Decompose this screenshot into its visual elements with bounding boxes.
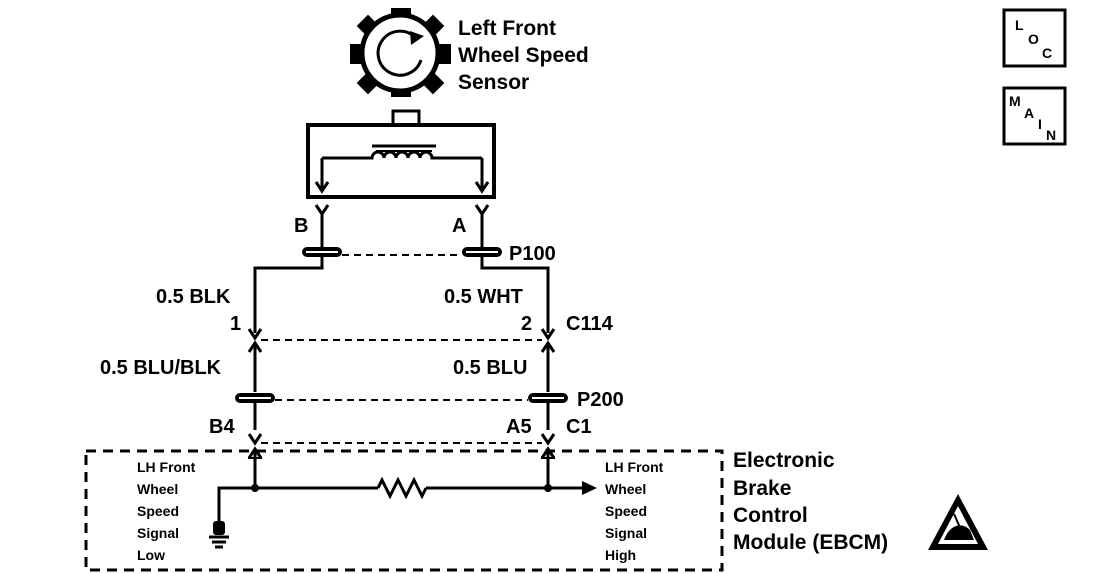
- esd-warning-icon: [928, 494, 988, 550]
- main-letter-n: N: [1046, 127, 1056, 143]
- ebcm-name-line-2: Brake: [733, 477, 791, 500]
- ebcm-name-line-3: Control: [733, 504, 808, 527]
- loc-letter-l: L: [1015, 17, 1024, 33]
- low-signal-line-2: Wheel: [137, 481, 178, 497]
- resistor-icon: [376, 476, 428, 500]
- connector-label-c114: C114: [566, 313, 614, 335]
- c114-pin-1: 1: [230, 313, 241, 335]
- main-letter-m: M: [1009, 93, 1021, 109]
- low-signal-line-1: LH Front: [137, 459, 196, 475]
- low-signal-line-4: Signal: [137, 525, 179, 541]
- upper-wires: [253, 257, 550, 333]
- main-letter-i: I: [1038, 116, 1042, 132]
- ground-symbol-icon: [209, 521, 229, 549]
- high-signal-line-2: Wheel: [605, 481, 646, 497]
- ebcm-name-line-1: Electronic: [733, 449, 835, 472]
- ebcm-module-box: [84, 449, 724, 572]
- splice-label-p100: P100: [509, 243, 556, 265]
- sensor-body: [306, 109, 496, 199]
- wire-label-right-lower: 0.5 BLU: [453, 357, 527, 379]
- wire-label-left-lower: 0.5 BLU/BLK: [100, 357, 222, 379]
- main-button[interactable]: M A I N: [1002, 86, 1067, 146]
- splice-p200: [235, 393, 568, 430]
- splice-p100: [302, 247, 502, 257]
- ebcm-pin-a5: A5: [506, 416, 532, 438]
- toothed-wheel-sensor-icon: [350, 8, 451, 97]
- pin-label-b: B: [294, 215, 308, 237]
- main-letter-a: A: [1024, 105, 1034, 121]
- loc-letter-c: C: [1042, 45, 1052, 61]
- splice-label-p200: P200: [577, 389, 624, 411]
- high-signal-line-3: Speed: [605, 503, 647, 519]
- sensor-title-line-1: Left Front: [458, 17, 556, 40]
- wire-label-right-upper: 0.5 WHT: [444, 286, 523, 308]
- ebcm-name-line-4: Module (EBCM): [733, 531, 888, 554]
- pin-label-a: A: [452, 215, 466, 237]
- sensor-title-line-2: Wheel Speed: [458, 44, 589, 67]
- high-signal-line-4: Signal: [605, 525, 647, 541]
- low-signal-line-5: Low: [137, 547, 165, 563]
- connector-label-c1: C1: [566, 416, 592, 438]
- ebcm-pin-b4: B4: [209, 416, 235, 438]
- sensor-connector: [314, 204, 490, 248]
- high-signal-line-1: LH Front: [605, 459, 664, 475]
- loc-letter-o: O: [1028, 31, 1039, 47]
- ebcm-internal-circuit: [217, 446, 597, 526]
- loc-button[interactable]: L O C: [1002, 8, 1067, 68]
- sensor-title-line-3: Sensor: [458, 71, 529, 94]
- wire-label-left-upper: 0.5 BLK: [156, 286, 231, 308]
- connector-c1: [247, 433, 556, 446]
- c114-pin-2: 2: [521, 313, 532, 335]
- low-signal-line-3: Speed: [137, 503, 179, 519]
- high-signal-line-5: High: [605, 547, 636, 563]
- connector-c114: [247, 328, 556, 392]
